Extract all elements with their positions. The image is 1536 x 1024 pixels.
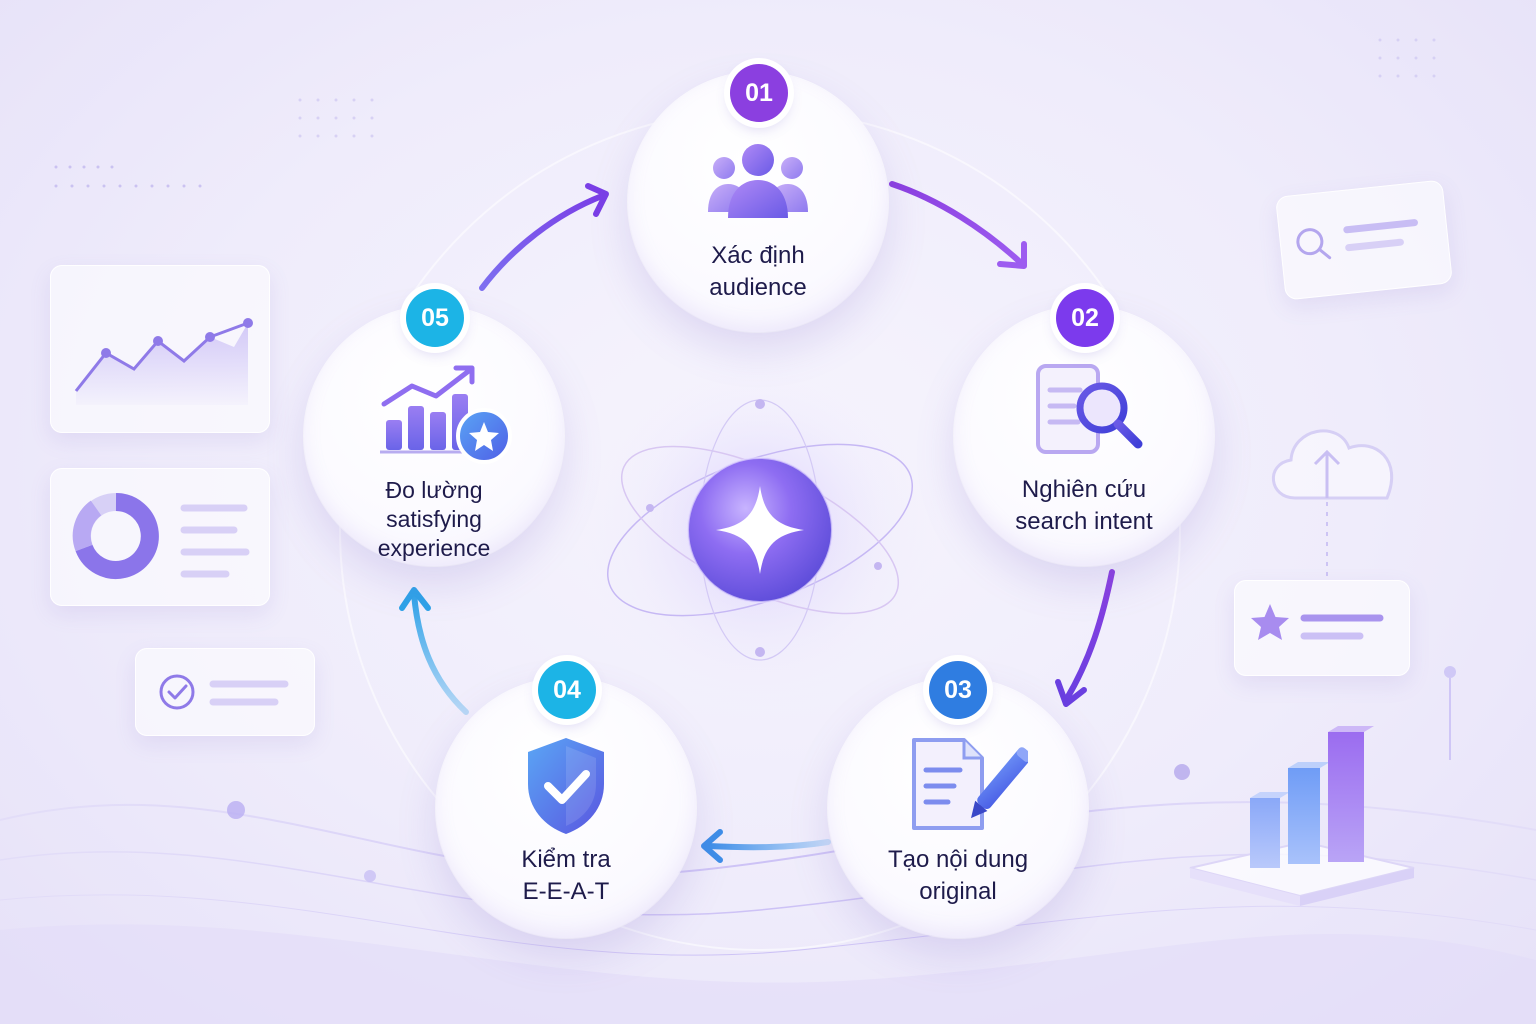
users-icon <box>708 144 808 218</box>
line-chart-card <box>50 265 270 433</box>
step-5-node: Đo lường satisfying experience <box>304 306 564 566</box>
arrow-3-to-4 <box>705 839 831 851</box>
document-pen-icon <box>912 738 1028 830</box>
step-3-label-line1: Tạo nội dung <box>887 846 1029 873</box>
step-1-label-line1: Xác định <box>711 242 805 269</box>
step-1-label-line2: audience <box>709 274 807 301</box>
arrow-2-to-3 <box>1063 569 1115 703</box>
step-2-node: Nghiên cứu search intent <box>954 306 1214 566</box>
cloud-upload-icon <box>1272 429 1394 578</box>
checklist-card <box>135 648 315 736</box>
center-orb <box>607 399 913 661</box>
step-2-label-line1: Nghiên cứu <box>1021 476 1147 503</box>
shield-check-icon <box>528 738 604 834</box>
arrow-4-to-5 <box>411 591 469 715</box>
donut-chart-card <box>50 468 270 606</box>
step-4-label-line1: Kiểm tra <box>521 846 611 873</box>
arrow-1-to-2 <box>889 181 1023 265</box>
step-4-node: Kiểm tra E-E-A-T <box>436 678 696 938</box>
search-card <box>1275 179 1453 301</box>
line-chart-icon <box>74 318 253 405</box>
favorite-card <box>1234 580 1410 676</box>
document-search-icon <box>1036 364 1143 454</box>
step-2-number-badge: 02 <box>1056 289 1114 347</box>
check-circle-icon <box>159 674 289 710</box>
step-3-number-badge: 03 <box>929 661 987 719</box>
arrow-5-to-1 <box>479 193 605 291</box>
step-4-label-line2: E-E-A-T <box>522 878 610 905</box>
step-5-label-line2: satisfying <box>386 506 482 532</box>
donut-chart-icon <box>72 493 250 579</box>
search-icon <box>1296 219 1418 260</box>
step-5-label-line3: experience <box>377 535 491 561</box>
step-2-label-line2: search intent <box>1015 508 1153 535</box>
step-5-label-line1: Đo lường <box>385 477 483 503</box>
step-3-label-line2: original <box>919 878 997 905</box>
growth-chart-star-icon <box>380 365 512 464</box>
step-4-number-badge: 04 <box>538 661 596 719</box>
bar-chart-3d-icon <box>1189 726 1415 906</box>
step-3-node: Tạo nội dung original <box>828 678 1088 938</box>
sparkle-icon <box>716 486 804 574</box>
step-1-number-badge: 01 <box>730 64 788 122</box>
star-icon <box>1251 604 1384 640</box>
step-5-number-badge: 05 <box>406 289 464 347</box>
